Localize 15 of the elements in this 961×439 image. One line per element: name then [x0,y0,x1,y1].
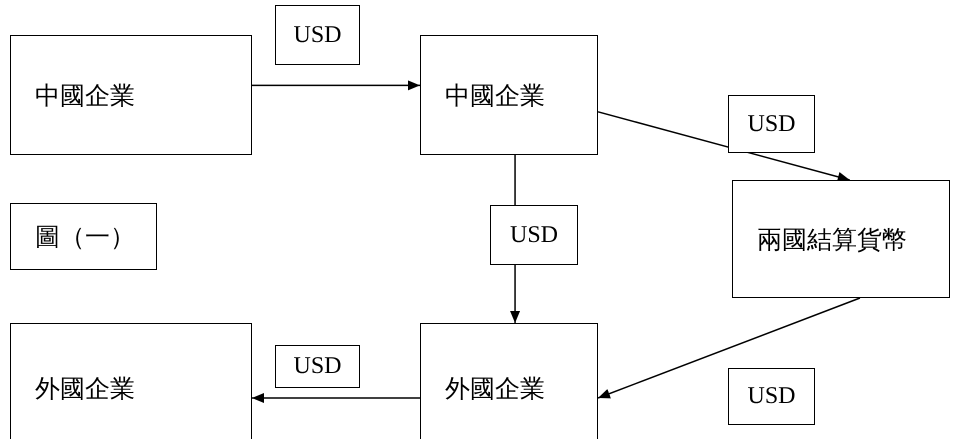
entity-box: 外國企業 [420,323,598,439]
edge-label: USD [728,368,815,425]
arrow [598,297,860,399]
arrow [252,393,420,403]
edge-label: USD [728,95,815,153]
entity-box: 中國企業 [420,35,598,155]
edge-label: USD [275,345,360,388]
entity-box: 中國企業 [10,35,252,155]
arrow [598,111,850,182]
edge-label: USD [490,205,578,265]
entity-box: 兩國結算貨幣 [732,180,950,298]
arrow [252,80,420,90]
caption-box: 圖（一） [10,203,157,270]
entity-box: 外國企業 [10,323,252,439]
edge-label: USD [275,5,360,65]
